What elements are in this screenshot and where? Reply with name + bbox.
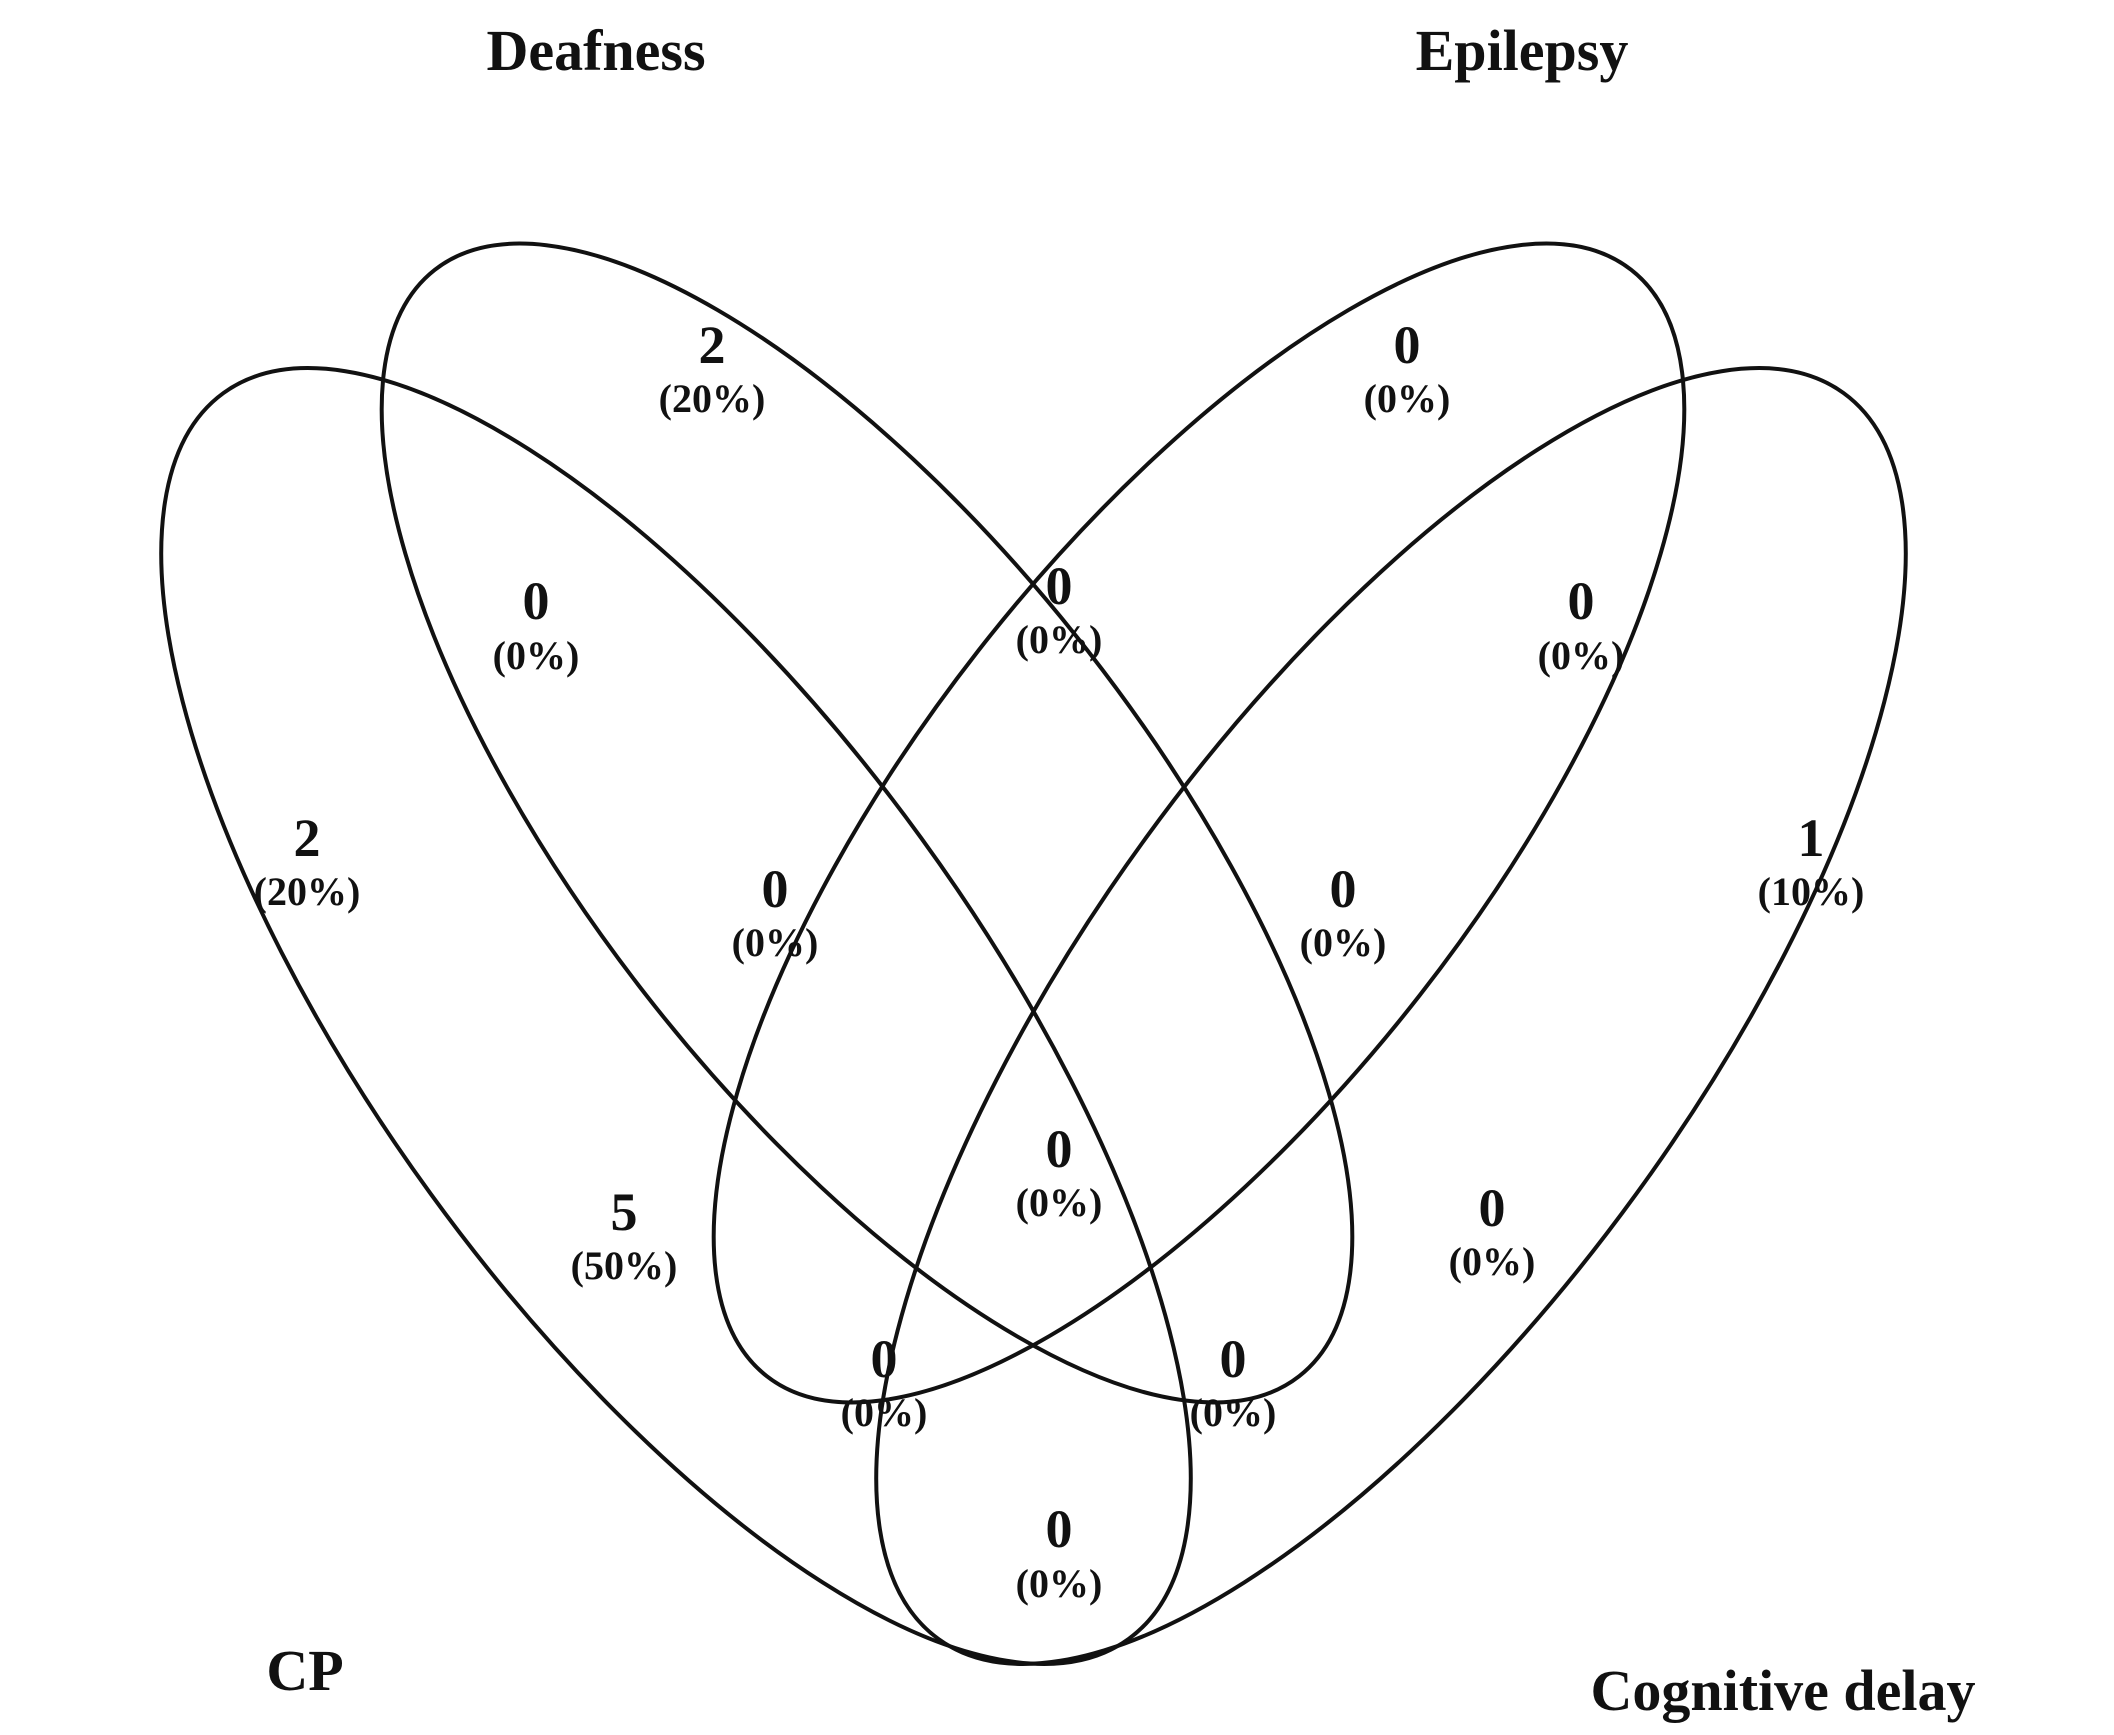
region-percent: (50%) [571,1243,678,1288]
region-percent: (20%) [254,869,361,914]
region-count: 0 [1046,556,1073,616]
region-cp-only: 2 (20%) [254,808,361,914]
region-percent: (0%) [1364,376,1451,421]
region-deafness-epilepsy-cognitive: 0 (0%) [1300,859,1387,965]
region-percent: (0%) [493,633,580,678]
region-percent: (0%) [732,920,819,965]
region-cp-deafness-cognitive: 0 (0%) [1190,1329,1277,1435]
region-percent: (0%) [1016,1180,1103,1225]
region-epilepsy-only: 0 (0%) [1364,315,1451,421]
region-percent: (0%) [1190,1390,1277,1435]
region-count: 0 [1568,571,1595,631]
region-count: 0 [1330,859,1357,919]
set-label-cognitive-delay: Cognitive delay [1590,1658,1975,1723]
set-label-deafness: Deafness [486,18,705,83]
deafness-ellipse [379,241,1355,1405]
region-count: 0 [1046,1499,1073,1559]
region-count: 1 [1798,808,1825,868]
region-count: 0 [1479,1178,1506,1238]
cp-ellipse [159,366,1193,1666]
region-cp-cognitive: 0 (0%) [1016,1499,1103,1606]
region-cognitive-only: 1 (10%) [1758,808,1865,914]
region-cp-epilepsy-cognitive: 0 (0%) [841,1329,928,1435]
region-cp-deafness-epilepsy: 0 (0%) [732,859,819,965]
cognitive-delay-ellipse [874,366,1908,1666]
region-deafness-epilepsy: 0 (0%) [1016,556,1103,662]
set-label-epilepsy: Epilepsy [1416,18,1629,83]
region-epilepsy-cognitive: 0 (0%) [1538,571,1625,678]
region-count: 0 [1220,1329,1247,1389]
region-count: 0 [1046,1119,1073,1179]
region-count: 0 [762,859,789,919]
region-count: 0 [523,571,550,631]
region-percent: (0%) [1300,920,1387,965]
region-count: 2 [294,808,321,868]
region-percent: (10%) [1758,869,1865,914]
region-deafness-cognitive: 0 (0%) [1449,1178,1536,1284]
region-all-four: 0 (0%) [1016,1119,1103,1225]
region-count: 0 [1394,315,1421,375]
region-percent: (0%) [1449,1239,1536,1284]
region-cp-epilepsy: 5 (50%) [571,1182,678,1288]
region-cp-deafness: 0 (0%) [493,571,580,678]
region-count: 2 [699,315,726,375]
region-count: 0 [871,1329,898,1389]
region-percent: (0%) [1016,617,1103,662]
set-label-cp: CP [266,1638,343,1703]
region-count: 5 [611,1182,638,1242]
region-percent: (20%) [659,376,766,421]
region-percent: (0%) [841,1390,928,1435]
epilepsy-ellipse [711,241,1687,1405]
region-percent: (0%) [1538,633,1625,678]
region-deafness-only: 2 (20%) [659,315,766,421]
region-percent: (0%) [1016,1561,1103,1606]
